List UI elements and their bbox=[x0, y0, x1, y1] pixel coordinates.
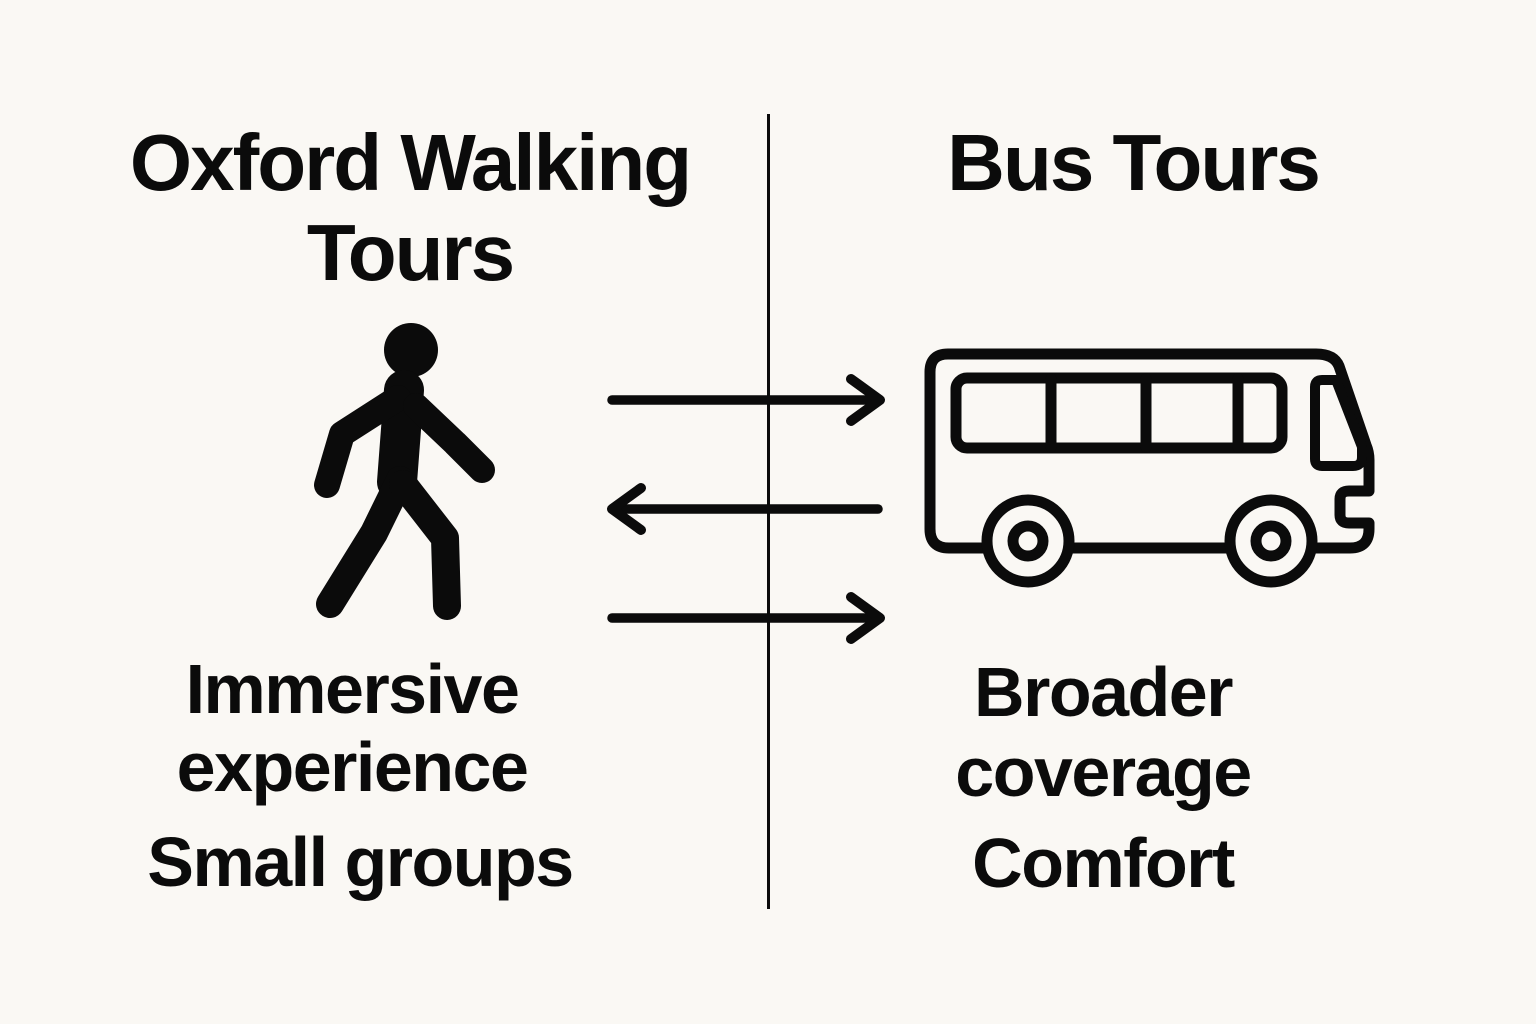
left-feature1-line1: Immersive bbox=[185, 650, 520, 728]
left-title-line1: Oxford Walking bbox=[129, 118, 692, 207]
right-feature1-line1: Broader bbox=[974, 653, 1233, 731]
left-feature-immersive-experience: Immersive experience bbox=[57, 650, 647, 806]
right-feature-comfort: Comfort bbox=[808, 823, 1398, 903]
left-title-line2: Tours bbox=[306, 208, 515, 297]
walking-person-icon bbox=[314, 323, 495, 620]
right-feature2-line1: Comfort bbox=[972, 824, 1235, 902]
arrow-right-icon bbox=[607, 374, 885, 426]
right-title-line1: Bus Tours bbox=[947, 118, 1321, 207]
bus-icon bbox=[924, 348, 1375, 588]
left-feature2-line1: Small groups bbox=[147, 823, 574, 901]
right-column-title: Bus Tours bbox=[778, 118, 1488, 208]
bus-rear-wheel bbox=[1224, 494, 1318, 588]
right-feature-broader-coverage: Broader coverage bbox=[808, 652, 1398, 812]
bus-front-wheel bbox=[981, 494, 1075, 588]
arrow-right-icon bbox=[607, 592, 885, 644]
left-feature1-line2: experience bbox=[176, 728, 529, 806]
right-feature1-line2: coverage bbox=[955, 733, 1252, 811]
arrow-left-icon bbox=[607, 483, 883, 535]
left-column-title: Oxford Walking Tours bbox=[60, 118, 760, 298]
left-feature-small-groups: Small groups bbox=[65, 823, 655, 901]
